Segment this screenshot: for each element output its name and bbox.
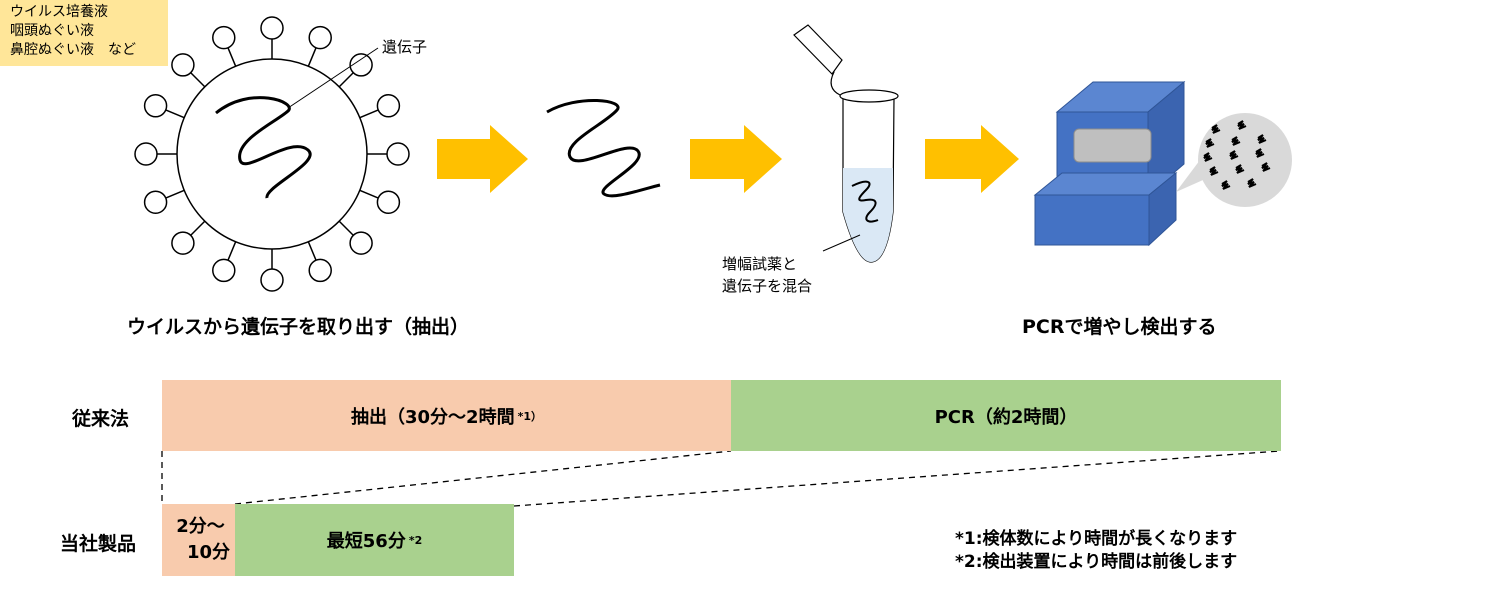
- virus-spike: [357, 108, 381, 120]
- virus-spike-knob: [212, 25, 236, 50]
- extraction-caption: ウイルスから遺伝子を取り出す（抽出）: [127, 316, 470, 338]
- mini-gene-squiggle: [1257, 134, 1267, 144]
- amplified-genes-bubble: [1176, 113, 1292, 207]
- virus-spike: [337, 70, 356, 89]
- footnote-1: *1:検体数により時間が長くなります: [955, 529, 1238, 549]
- virus-spike-knob: [349, 53, 373, 77]
- mini-gene-squiggle: [1203, 152, 1213, 162]
- virus-spike-knob: [308, 25, 332, 50]
- mini-gene-squiggle: [1229, 150, 1239, 160]
- virus-gene-squiggle: [215, 96, 312, 199]
- mini-gene-squiggle: [1221, 180, 1231, 190]
- virus-spike: [188, 219, 207, 238]
- mini-gene-squiggle: [1237, 120, 1247, 130]
- right-arrow-icon: [690, 125, 782, 193]
- virus-spike: [357, 188, 381, 200]
- extraction-time-text: 抽出（30分～2時間: [351, 406, 515, 428]
- virus-spike-knob: [376, 94, 401, 118]
- timeline-connector-lines: [161, 450, 1281, 507]
- virus-spike-knob: [143, 190, 168, 214]
- virus-spike: [226, 45, 238, 69]
- mini-gene-squiggle: [1247, 178, 1257, 188]
- virus-spike: [163, 188, 187, 200]
- virus-spike: [163, 108, 187, 120]
- virus-spike-knob: [386, 142, 410, 166]
- virus-spike: [306, 45, 318, 69]
- mini-gene-squiggle: [1255, 148, 1265, 158]
- mini-gene-squiggle: [1209, 166, 1219, 176]
- prep-time-line2: 10分: [186, 542, 231, 563]
- footnote-2: *2:検出装置により時間は前後します: [955, 552, 1238, 572]
- virus-spike: [226, 239, 238, 263]
- virus-spike-knob: [143, 94, 168, 118]
- mini-gene-squiggle: [1205, 138, 1215, 148]
- mini-gene-squiggle: [1211, 124, 1221, 134]
- pcr-caption: PCRで増やし検出する: [1022, 316, 1217, 338]
- pcr-machine-icon: [1033, 80, 1186, 247]
- mini-gene-squiggle: [1235, 164, 1245, 174]
- right-arrow-icon: [925, 125, 1019, 193]
- prep-time-line1: 2分～: [176, 516, 225, 537]
- conventional-method-label: 従来法: [72, 408, 130, 430]
- extraction-time-bar: 抽出（30分～2時間*1）: [162, 380, 731, 451]
- reagent-label-line2: 遺伝子を混合: [722, 277, 813, 295]
- sample-type-note: ウイルス培養液 咽頭ぬぐい液 鼻腔ぬぐい液 など: [0, 0, 168, 66]
- reagent-label-line1: 増幅試薬と: [722, 255, 798, 273]
- sample-note-line: 咽頭ぬぐい液: [10, 23, 94, 39]
- footnotes: *1:検体数により時間が長くなります *2:検出装置により時間は前後します: [955, 528, 1237, 574]
- virus-spike-knob: [134, 142, 158, 166]
- virus-spike: [337, 219, 356, 238]
- virus-spike: [188, 70, 207, 89]
- our-product-label: 当社製品: [60, 533, 137, 555]
- virus-spike-knob: [308, 258, 332, 283]
- gene-leader-line: [287, 47, 379, 109]
- virus-spike-knob: [171, 231, 195, 255]
- shortest-footnote-mark: *2: [408, 533, 423, 547]
- tube-icon: [793, 24, 899, 263]
- mini-gene-squiggle: [1261, 162, 1271, 172]
- extraction-footnote-mark: *1）: [517, 409, 542, 423]
- gene-label: 遺伝子: [382, 38, 428, 56]
- right-arrow-icon: [437, 125, 528, 193]
- virus-spike-knob: [260, 16, 284, 40]
- virus-spike-knob: [349, 231, 373, 255]
- sample-note-line: ウイルス培養液: [10, 4, 108, 20]
- virus-spike-knob: [376, 190, 401, 214]
- sample-note-line: 鼻腔ぬぐい液 など: [10, 42, 136, 58]
- gene-squiggle: [546, 99, 661, 198]
- virus-spike-knob: [171, 53, 195, 77]
- shortest-time-text: 最短56分: [326, 531, 406, 552]
- virus-spike: [306, 239, 318, 263]
- prep-time-bar: 2分～ 10分: [162, 504, 235, 576]
- pcr-time-bar: PCR（約2時間）: [731, 380, 1281, 451]
- mini-gene-squiggle: [1231, 136, 1241, 146]
- virus-spike-knob: [212, 258, 236, 283]
- pcr-time-text: PCR（約2時間）: [934, 406, 1078, 428]
- virus-spike-knob: [260, 268, 284, 292]
- shortest-time-bar: 最短56分*2: [235, 504, 514, 576]
